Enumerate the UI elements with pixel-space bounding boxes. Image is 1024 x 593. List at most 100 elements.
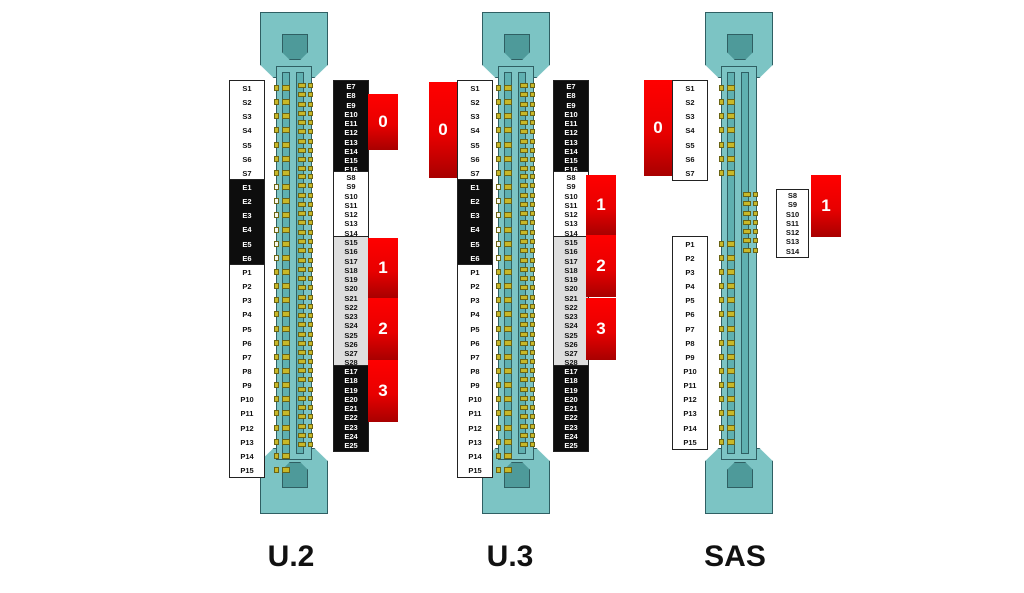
contact-pad bbox=[727, 99, 735, 106]
pin-label: S28 bbox=[564, 358, 578, 368]
contact-pad bbox=[520, 166, 528, 172]
contact-pad bbox=[282, 452, 290, 459]
pin-label: E12 bbox=[564, 128, 578, 138]
contact-pad bbox=[308, 442, 313, 447]
pin-label: S12 bbox=[344, 210, 358, 219]
pin-label: S21 bbox=[344, 293, 358, 303]
contact-pad bbox=[727, 169, 735, 176]
pin-label: P6 bbox=[242, 338, 252, 348]
contact-pad bbox=[530, 414, 535, 420]
pin-label: S10 bbox=[344, 191, 358, 201]
pin-label: E12 bbox=[344, 128, 358, 138]
connector-rail bbox=[296, 72, 304, 454]
contact-pad bbox=[496, 368, 501, 374]
pin-label: S9 bbox=[346, 182, 356, 192]
pin-label: S27 bbox=[344, 349, 358, 358]
pin-label: P7 bbox=[685, 324, 695, 334]
contact-pad bbox=[719, 311, 724, 318]
contact-pad bbox=[743, 219, 751, 225]
contact-pad bbox=[308, 313, 313, 318]
pin-label: S17 bbox=[344, 256, 358, 266]
pin-label: S9 bbox=[566, 182, 576, 192]
contact-pad bbox=[282, 226, 290, 233]
pin-label: E1 bbox=[242, 183, 252, 193]
contact-pad bbox=[496, 339, 501, 346]
contact-pad bbox=[308, 220, 313, 226]
contact-pad bbox=[308, 229, 313, 235]
contact-pad bbox=[282, 297, 290, 304]
pin-label: S16 bbox=[564, 247, 578, 257]
pin-label: E9 bbox=[346, 100, 356, 110]
contact-pad bbox=[504, 85, 512, 91]
contact-pad bbox=[298, 331, 306, 337]
contact-pad bbox=[530, 294, 535, 300]
latch-detail-icon bbox=[727, 462, 753, 488]
pin-label: P6 bbox=[685, 310, 695, 320]
pin-label: S1 bbox=[685, 84, 695, 93]
contact-pad bbox=[274, 254, 279, 261]
contact-pad bbox=[504, 254, 512, 261]
contact-pad bbox=[496, 99, 501, 106]
contact-pad bbox=[520, 386, 528, 392]
lane-badge-3: 3 bbox=[586, 298, 616, 360]
contact-pad bbox=[504, 424, 512, 431]
pin-label: S23 bbox=[564, 312, 578, 321]
contact-pad bbox=[520, 239, 528, 244]
contact-pad bbox=[727, 368, 735, 374]
contact-pad bbox=[530, 239, 535, 244]
lane-badge-0: 0 bbox=[368, 94, 398, 150]
contact-pad bbox=[504, 438, 512, 445]
pin-label: S14 bbox=[785, 246, 800, 256]
contact-pad bbox=[274, 438, 279, 445]
contact-pad bbox=[719, 339, 724, 346]
contact-pad bbox=[298, 220, 306, 226]
contact-pad bbox=[520, 120, 528, 125]
contact-pad bbox=[274, 382, 279, 389]
contact-pad bbox=[298, 377, 306, 383]
pin-label: S22 bbox=[344, 302, 358, 312]
contact-pad bbox=[298, 192, 306, 198]
contact-pad bbox=[496, 127, 501, 134]
pin-label: S11 bbox=[786, 218, 799, 228]
pin-label: S27 bbox=[564, 349, 578, 358]
connector-caption: U.3 bbox=[486, 540, 534, 573]
contact-pad bbox=[308, 386, 313, 392]
pin-label: E6 bbox=[242, 253, 252, 263]
contact-pad bbox=[496, 382, 501, 389]
contact-pad bbox=[743, 247, 751, 253]
contact-pad bbox=[274, 353, 279, 360]
contact-pad bbox=[719, 353, 724, 360]
contact-pad bbox=[298, 83, 306, 88]
lane-badge-2: 2 bbox=[586, 235, 616, 297]
contact-pad bbox=[274, 99, 279, 106]
lane-badge-3: 3 bbox=[368, 360, 398, 422]
contact-pad bbox=[298, 294, 306, 300]
contact-pad bbox=[496, 268, 501, 275]
contact-pad bbox=[496, 212, 501, 219]
contact-pad bbox=[753, 219, 758, 225]
pin-label: S15 bbox=[344, 238, 358, 247]
contact-pad bbox=[727, 410, 735, 417]
contact-pad bbox=[282, 184, 290, 191]
contact-pad bbox=[530, 201, 535, 207]
contact-pad bbox=[298, 266, 306, 272]
pin-label: E15 bbox=[344, 156, 358, 165]
connector-caption: SAS bbox=[704, 540, 766, 573]
contact-pad bbox=[496, 452, 501, 459]
pin-label: P14 bbox=[240, 451, 254, 461]
pin-label: E21 bbox=[564, 404, 578, 413]
contact-pad bbox=[530, 313, 535, 318]
contact-pad bbox=[274, 155, 279, 162]
contact-pad bbox=[274, 240, 279, 247]
contact-pad bbox=[298, 432, 306, 438]
contact-pad bbox=[496, 141, 501, 148]
contact-pad bbox=[308, 405, 313, 410]
contact-pad bbox=[719, 85, 724, 91]
contact-pad bbox=[520, 313, 528, 318]
